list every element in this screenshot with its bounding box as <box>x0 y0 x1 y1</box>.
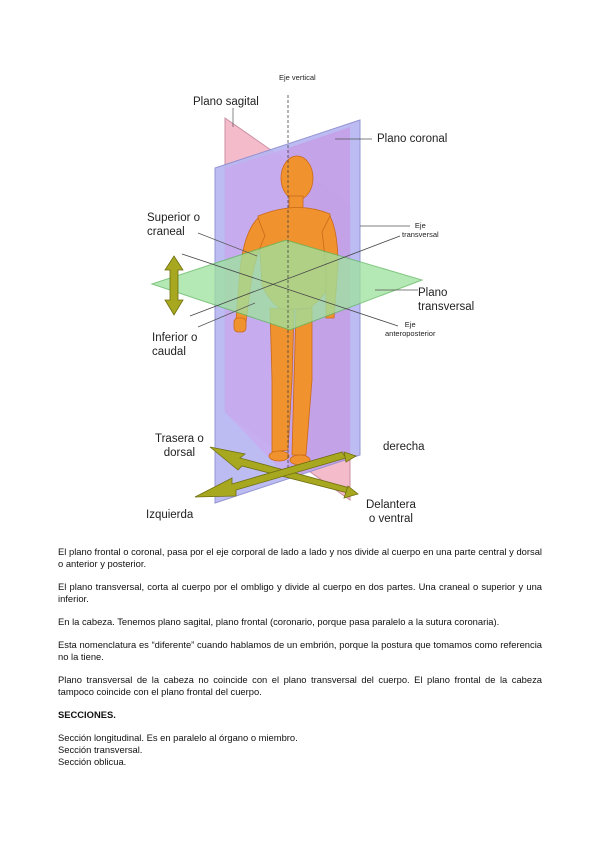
list-item: Sección oblicua. <box>58 756 127 767</box>
paragraph-cabeza-planos: Plano transversal de la cabeza no coinci… <box>58 674 542 697</box>
heading-secciones: SECCIONES. <box>58 709 116 720</box>
paragraph-cabeza: En la cabeza. Tenemos plano sagital, pla… <box>58 616 500 627</box>
label-leader-lines <box>197 108 418 328</box>
label-plano-coronal: Plano coronal <box>377 133 448 145</box>
superior-inferior-arrow <box>164 255 184 316</box>
list-item: Sección longitudinal. Es en paralelo al … <box>58 732 298 743</box>
paragraph-embrion: Esta nomenclatura es “diferente” cuando … <box>58 639 542 662</box>
list-item: Sección transversal. <box>58 744 143 755</box>
document-body: El plano frontal o coronal, pasa por el … <box>58 546 542 768</box>
label-inferior-caudal: Inferior o caudal <box>152 332 198 358</box>
anteroposterior-axis <box>181 253 399 327</box>
label-eje-vertical: Eje vertical <box>279 73 316 82</box>
label-derecha: derecha <box>383 441 425 453</box>
paragraph-plano-frontal: El plano frontal o coronal, pasa por el … <box>58 546 542 569</box>
label-eje-transversal: Eje transversal <box>402 221 439 239</box>
transverse-axis <box>189 235 401 317</box>
paragraph-plano-transversal: El plano transversal, corta al cuerpo po… <box>58 581 542 604</box>
label-delantera-ventral: Delantera o ventral <box>366 499 416 525</box>
transverse-plane <box>150 239 424 331</box>
label-plano-sagital: Plano sagital <box>193 96 259 108</box>
anatomical-planes-illustration <box>150 95 424 504</box>
label-superior-craneal: Superior o craneal <box>147 212 201 238</box>
horizontal-cross-arrows <box>194 446 359 499</box>
label-izquierda: Izquierda <box>146 509 194 521</box>
label-eje-anteroposterior: Eje anteroposterior <box>385 320 436 338</box>
label-trasera-dorsal: Trasera o dorsal <box>155 433 204 459</box>
anatomical-planes-figure: Eje vertical Plano sagital Plano coronal… <box>146 73 475 525</box>
secciones-list: Sección longitudinal. Es en paralelo al … <box>58 732 542 768</box>
label-plano-transversal: Plano transversal <box>418 287 475 313</box>
